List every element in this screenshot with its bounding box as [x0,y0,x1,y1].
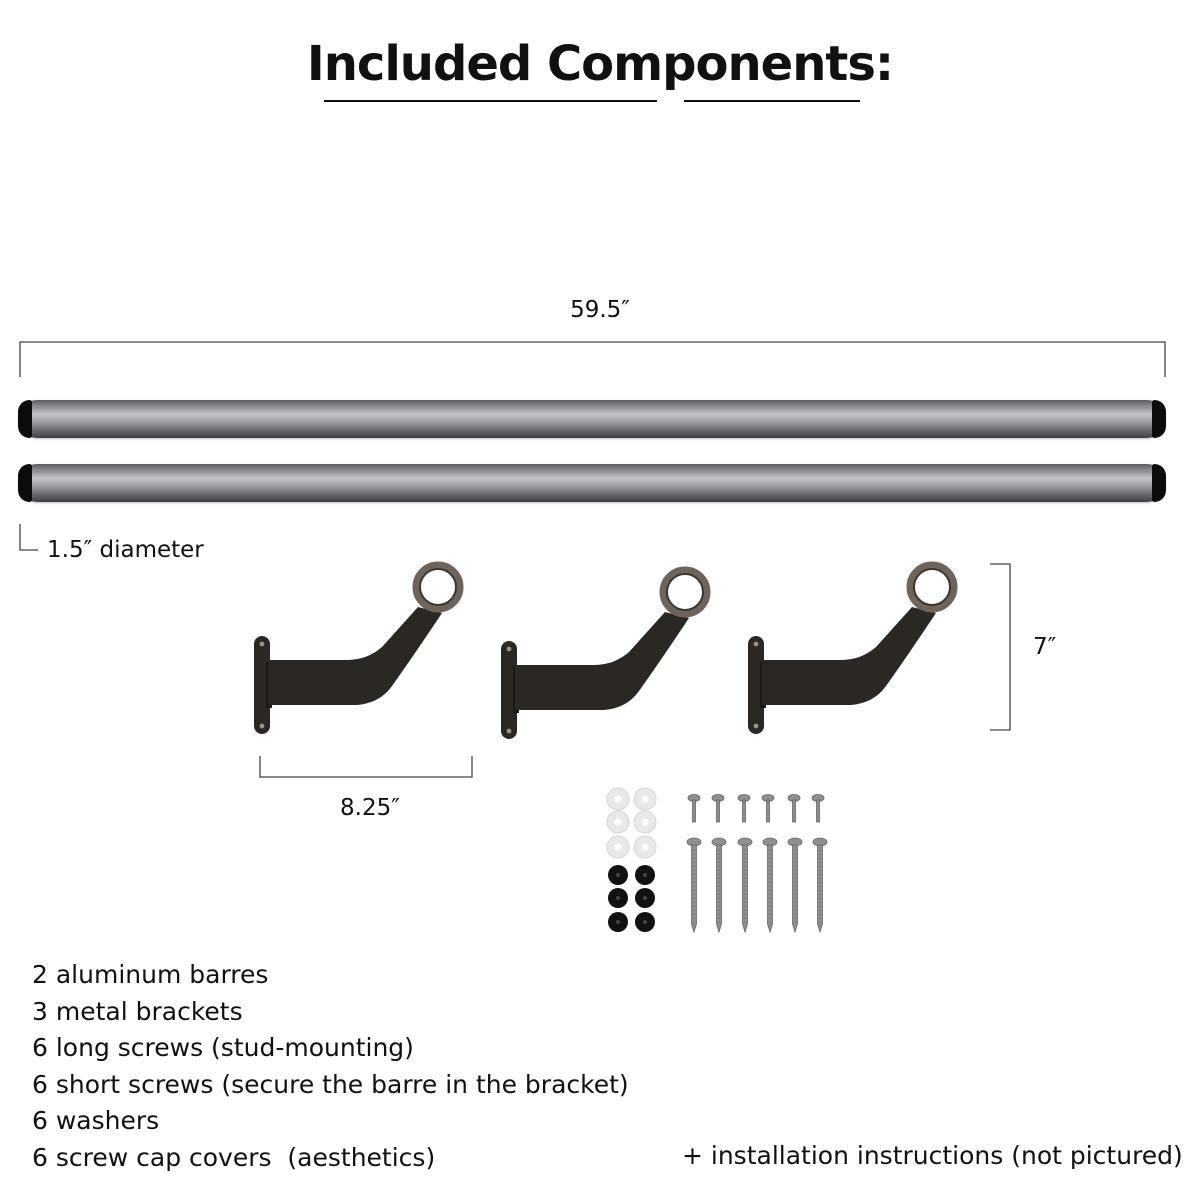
aluminum-barre [18,400,1166,438]
barre-end-cap [1152,464,1166,502]
barre-length-label: 59.5″ [570,297,630,323]
barre-end-cap [18,400,32,438]
components-list: 2 aluminum barres 3 metal brackets 6 lon… [32,957,629,1177]
metal-bracket [501,566,711,739]
aluminum-barre [18,464,1166,502]
metal-bracket [254,561,464,734]
barre-end-cap [18,464,32,502]
barre-diameter-label: 1.5″ diameter [47,537,204,563]
list-item: 2 aluminum barres [32,960,269,989]
title-underline-left [324,100,657,102]
bracket-height-dimension-line [990,563,1011,731]
list-item: 6 screw cap covers (aesthetics) [32,1142,436,1172]
title-underline-right [684,100,860,102]
list-item: 6 washers [32,1106,160,1136]
bracket-height-label: 7″ [1033,634,1057,660]
bracket-depth-dimension-line [259,756,473,778]
list-item: 6 long screws (stud-mounting) [32,1033,414,1063]
diameter-dimension-line [19,524,38,551]
list-item: 6 short screws (secure the barre in the … [32,1069,629,1099]
barre-length-dimension-line [19,341,1166,377]
installation-note: + installation instructions (not picture… [682,1141,1183,1170]
page-title: Included Components: [306,36,894,92]
screws [686,794,828,934]
list-item: 3 metal brackets [32,996,243,1026]
washers-and-screw-caps [606,787,657,932]
barre-end-cap [1152,400,1166,438]
bracket-depth-label: 8.25″ [340,795,400,821]
metal-bracket [748,561,958,734]
